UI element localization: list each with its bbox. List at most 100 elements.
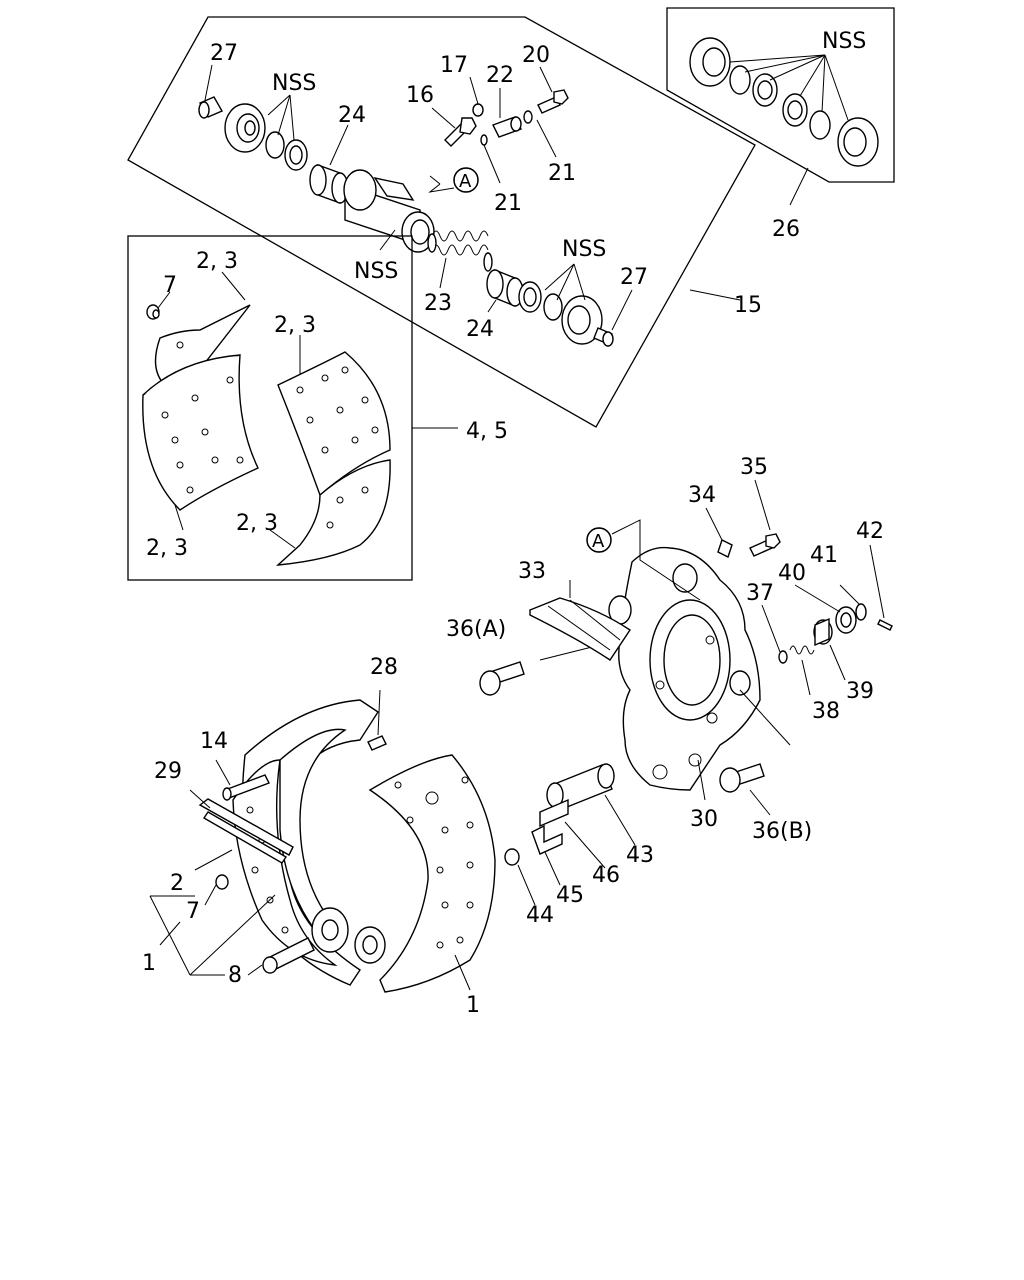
- ring-right: [543, 293, 563, 321]
- label-2-3-c: 2, 3: [236, 511, 278, 536]
- label-7-upper: 7: [163, 273, 177, 298]
- nut-40: [835, 606, 857, 634]
- label-33: 33: [518, 559, 546, 584]
- plate-45: [531, 824, 563, 855]
- label-callout-a-upper: A: [459, 171, 472, 192]
- label-42: 42: [856, 519, 884, 544]
- label-41: 41: [810, 543, 838, 568]
- label-2: 2: [170, 871, 184, 896]
- pin-14: [222, 774, 270, 801]
- kit-cup-2: [782, 93, 808, 127]
- lining-left: [142, 304, 259, 511]
- label-46: 46: [592, 863, 620, 888]
- label-16: 16: [406, 83, 434, 108]
- label-34: 34: [688, 483, 716, 508]
- kit-cup-1: [752, 73, 778, 107]
- label-2-3-d: 2, 3: [146, 536, 188, 561]
- label-2-3-b: 2, 3: [274, 313, 316, 338]
- label-1-right: 1: [466, 993, 480, 1018]
- label-21-right: 21: [548, 161, 576, 186]
- kit-boot-left: [689, 37, 731, 87]
- cup-right: [518, 281, 542, 313]
- cap-17: [472, 103, 484, 117]
- kit-ring-1: [729, 65, 751, 95]
- label-30: 30: [690, 807, 718, 832]
- label-24-lower: 24: [466, 317, 494, 342]
- label-nss-2: NSS: [354, 259, 398, 284]
- bolt-36a: [479, 661, 525, 696]
- pin-8: [262, 937, 315, 974]
- wheel-cylinder-frame: [127, 16, 756, 428]
- callout-a-circle-lower: [586, 527, 612, 553]
- label-nss-3: NSS: [562, 237, 606, 262]
- bolt-35: [749, 533, 781, 557]
- backing-plate-leaders: [539, 519, 791, 801]
- kit-ring-2: [809, 110, 831, 140]
- label-38: 38: [812, 699, 840, 724]
- label-15: 15: [734, 293, 762, 318]
- bleeder-16: [444, 117, 477, 147]
- label-8: 8: [228, 963, 242, 988]
- bolt-44: [504, 848, 561, 906]
- clip-34: [717, 539, 733, 558]
- backing-plate-30: [608, 546, 761, 791]
- adjuster-39: [813, 617, 833, 647]
- label-27-right: 27: [620, 265, 648, 290]
- label-45: 45: [556, 883, 584, 908]
- callout-a-circle-upper: [453, 167, 479, 193]
- lining-right: [275, 351, 391, 566]
- washer-37: [778, 650, 788, 664]
- label-20: 20: [522, 43, 550, 68]
- label-nss-1: NSS: [272, 71, 316, 96]
- lining-frame: [127, 235, 413, 581]
- leader-35: [754, 479, 771, 531]
- label-21-lower: 21: [494, 191, 522, 216]
- pin-28: [367, 735, 387, 751]
- brake-shoe-assembly: [198, 699, 496, 993]
- washer-21-upper: [480, 134, 488, 146]
- label-2-3-a: 2, 3: [196, 249, 238, 274]
- ring-left: [265, 131, 285, 159]
- bolt-7-upper: [146, 304, 160, 320]
- leader-34: [705, 507, 723, 541]
- cup-left: [284, 139, 308, 171]
- lining-group: [127, 235, 458, 581]
- leader-lines-cylinder: [204, 64, 741, 331]
- ring-41: [855, 603, 867, 621]
- boot-left: [224, 103, 266, 153]
- repair-kit-26: [666, 7, 895, 206]
- label-43: 43: [626, 843, 654, 868]
- label-39: 39: [846, 679, 874, 704]
- shoe-lining-right: [368, 754, 496, 993]
- spring-38: [789, 645, 815, 655]
- boot-right: [561, 295, 603, 345]
- pin-27-left: [198, 96, 223, 119]
- label-28: 28: [370, 655, 398, 680]
- spring-23: [427, 230, 493, 272]
- leaders-37-42: [761, 544, 885, 696]
- wheel-cylinder-group: [127, 16, 756, 428]
- label-35: 35: [740, 455, 768, 480]
- label-14: 14: [200, 729, 228, 754]
- bolt-20: [537, 89, 569, 114]
- label-37: 37: [746, 581, 774, 606]
- washer-21-lower: [523, 110, 533, 124]
- label-17: 17: [440, 53, 468, 78]
- label-24-upper: 24: [338, 103, 366, 128]
- pin-42: [877, 619, 893, 631]
- spring-29: [198, 798, 294, 864]
- piston-24-left: [309, 164, 349, 204]
- label-1-left: 1: [142, 951, 156, 976]
- pin-27-right: [593, 327, 614, 347]
- label-22: 22: [486, 63, 514, 88]
- bolt-36b: [719, 763, 771, 816]
- union-22: [492, 116, 522, 138]
- label-36a: 36(A): [446, 617, 506, 642]
- label-27-left: 27: [210, 41, 238, 66]
- cylinder-body: [343, 169, 435, 253]
- bolt-7-lower: [215, 874, 229, 890]
- label-29: 29: [154, 759, 182, 784]
- label-7-lower: 7: [186, 899, 200, 924]
- label-23: 23: [424, 291, 452, 316]
